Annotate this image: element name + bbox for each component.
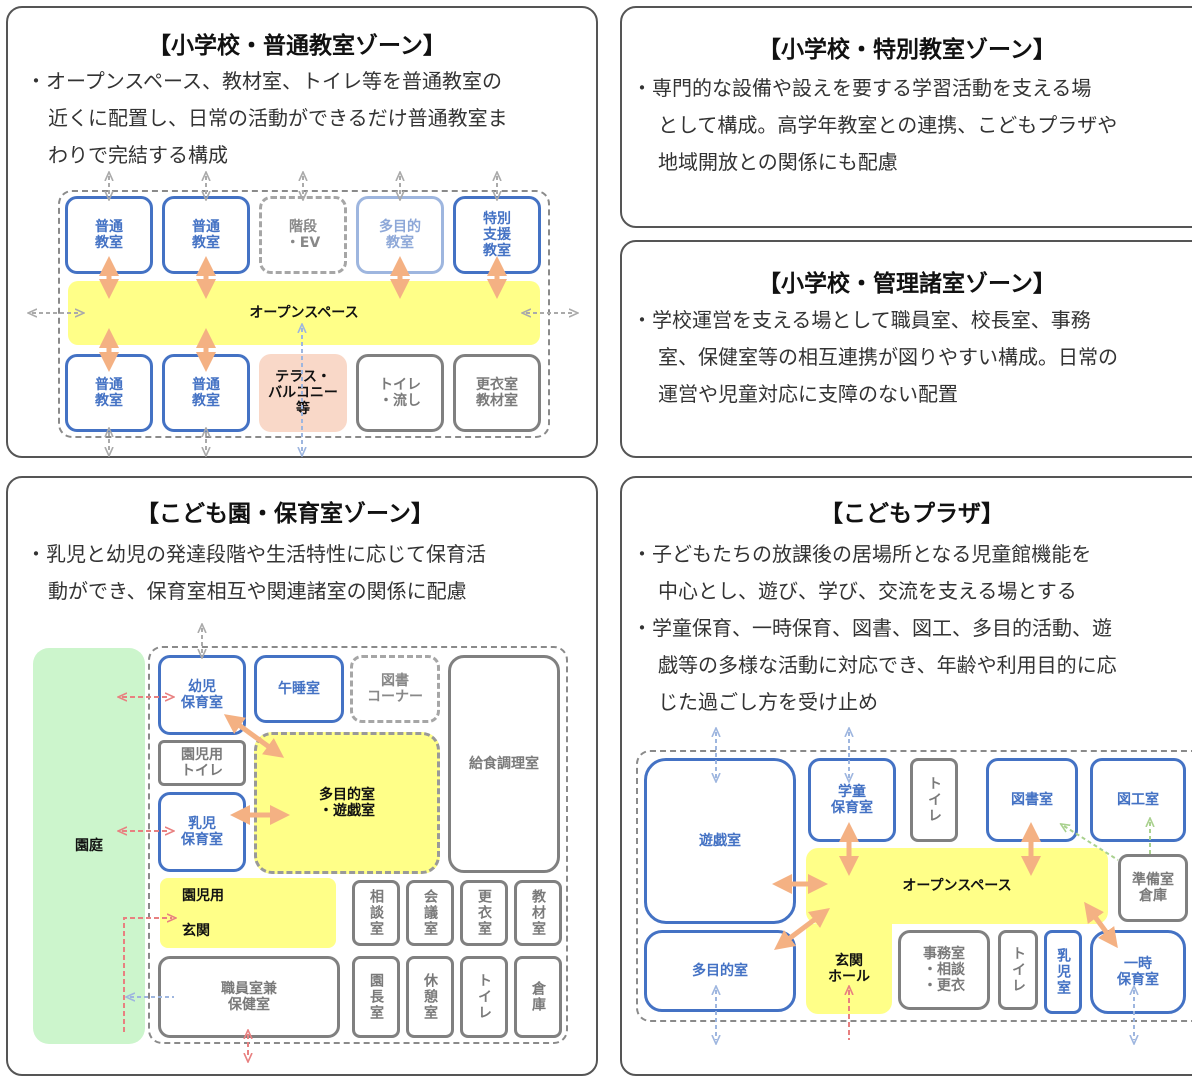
desc-line: 運営や児童対応に支障のない配置 xyxy=(658,382,958,406)
desc-line: として構成。高学年教室との連携、こどもプラザや xyxy=(658,113,1118,137)
room-consultation: 相談室 xyxy=(352,880,400,946)
room-library: 図書室 xyxy=(986,758,1078,842)
desc-line: じた過ごし方を受け止め xyxy=(658,690,878,714)
room-staff-health: 職員室兼 保健室 xyxy=(158,956,340,1038)
room-storage: 倉庫 xyxy=(514,956,562,1038)
desc-line: わりで完結する構成 xyxy=(48,143,228,167)
desc-line: 戯等の多様な活動に対応でき、年齢や利用目的に応 xyxy=(658,653,1117,677)
room-special-support: 特別 支援 教室 xyxy=(453,196,541,274)
room-after-school-care: 学童 保育室 xyxy=(808,758,896,842)
room-infant-nursery: 乳児 保育室 xyxy=(158,792,246,872)
desc-line: 地域開放との関係にも配慮 xyxy=(658,150,898,174)
room-multipurpose-play: 多目的室 ・遊戯室 xyxy=(254,732,440,874)
desc-line: ・オープンスペース、教材室、トイレ等を普通教室の xyxy=(26,69,502,93)
desc-line: 近くに配置し、日常の活動ができるだけ普通教室ま xyxy=(48,106,508,130)
desc-line: ・学童保育、一時保育、図書、図工、多目的活動、遊 xyxy=(632,616,1112,640)
panel-description: ・子どもたちの放課後の居場所となる児童館機能を 中心とし、遊び、学び、交流を支え… xyxy=(632,536,1117,721)
room-library-corner: 図書 コーナー xyxy=(350,655,440,723)
room-material: 教材室 xyxy=(514,880,562,946)
open-space-label: オープンスペース xyxy=(902,878,1012,894)
panel-elementary-special: 【小学校・特別教室ゾーン】 ・専門的な設備や設えを要する学習活動を支える場 とし… xyxy=(620,6,1192,228)
room-toilet-sink: トイレ ・流し xyxy=(356,354,444,432)
zone-outline xyxy=(148,646,568,1044)
panel-description: ・専門的な設備や設えを要する学習活動を支える場 として構成。高学年教室との連携、… xyxy=(632,70,1117,181)
panel-title: 【こどもプラザ】 xyxy=(820,501,1004,527)
desc-line: ・乳児と幼児の発達段階や生活特性に応じて保育活 xyxy=(26,542,486,566)
desc-line: ・子どもたちの放課後の居場所となる児童館機能を xyxy=(632,542,1092,566)
open-space: オープンスペース xyxy=(806,848,1108,924)
room-ordinary-classroom: 普通 教室 xyxy=(65,196,153,274)
room-temporary-care: 一時 保育室 xyxy=(1090,930,1186,1014)
panel-title: 【小学校・特別教室ゾーン】 xyxy=(758,37,1056,63)
room-meeting: 会議室 xyxy=(406,880,454,946)
room-art: 図工室 xyxy=(1090,758,1186,842)
room-infant: 乳児室 xyxy=(1044,930,1082,1014)
room-locker-material: 更衣室 教材室 xyxy=(453,354,541,432)
child-entrance-label: 園児用 xyxy=(182,887,224,904)
room-multipurpose-classroom: 多目的 教室 xyxy=(356,196,444,274)
room-stairs-ev: 階段 ・EV xyxy=(259,196,347,274)
room-play-hall: 遊戯室 xyxy=(644,758,796,924)
child-entrance: 園児用 玄関 xyxy=(160,878,336,948)
room-prep-storage: 準備室 倉庫 xyxy=(1118,854,1188,922)
panel-title: 【小学校・管理諸室ゾーン】 xyxy=(758,271,1056,297)
garden: 園庭 xyxy=(33,648,145,1044)
room-toilet: トイレ xyxy=(910,758,958,842)
room-rest: 休憩室 xyxy=(406,956,454,1038)
room-child-toilet: 園児用 トイレ xyxy=(158,740,246,786)
room-kitchen: 給食調理室 xyxy=(448,655,560,873)
room-toilet: トイレ xyxy=(998,930,1038,1010)
room-ordinary-classroom: 普通 教室 xyxy=(65,354,153,432)
room-toddler-nursery: 幼児 保育室 xyxy=(158,655,246,735)
room-multipurpose: 多目的室 xyxy=(644,930,796,1012)
room-office-consult-locker: 事務室 ・相談 ・更衣 xyxy=(898,930,990,1010)
panel-title: 【こども園・保育室ゾーン】 xyxy=(136,501,434,527)
entrance-hall: 玄関 ホール xyxy=(806,924,892,1014)
room-ordinary-classroom: 普通 教室 xyxy=(162,354,250,432)
panel-description: ・乳児と幼児の発達段階や生活特性に応じて保育活 動ができ、保育室相互や関連諸室の… xyxy=(26,536,486,610)
room-ordinary-classroom: 普通 教室 xyxy=(162,196,250,274)
panel-title: 【小学校・普通教室ゾーン】 xyxy=(148,33,446,59)
zone-outline xyxy=(636,750,1192,1022)
room-nap: 午睡室 xyxy=(254,655,344,723)
panel-description: ・オープンスペース、教材室、トイレ等を普通教室の 近くに配置し、日常の活動ができ… xyxy=(26,63,508,174)
panel-elementary-admin: 【小学校・管理諸室ゾーン】 ・学校運営を支える場として職員室、校長室、事務 室、… xyxy=(620,240,1192,458)
open-space: オープンスペース xyxy=(68,281,540,345)
child-entrance-label: 玄関 xyxy=(182,922,210,939)
desc-line: ・学校運営を支える場として職員室、校長室、事務 xyxy=(632,308,1091,332)
panel-description: ・学校運営を支える場として職員室、校長室、事務 室、保健室等の相互連携が図りやす… xyxy=(632,302,1118,413)
room-toilet: トイレ xyxy=(460,956,508,1038)
desc-line: 動ができ、保育室相互や関連諸室の関係に配慮 xyxy=(48,579,467,603)
room-director: 園長室 xyxy=(352,956,400,1038)
room-terrace-balcony: テラス・ バルコニー 等 xyxy=(259,354,347,432)
desc-line: 中心とし、遊び、学び、交流を支える場とする xyxy=(658,579,1077,603)
desc-line: 室、保健室等の相互連携が図りやすい構成。日常の xyxy=(658,345,1118,369)
room-locker: 更衣室 xyxy=(460,880,508,946)
desc-line: ・専門的な設備や設えを要する学習活動を支える場 xyxy=(632,76,1092,100)
